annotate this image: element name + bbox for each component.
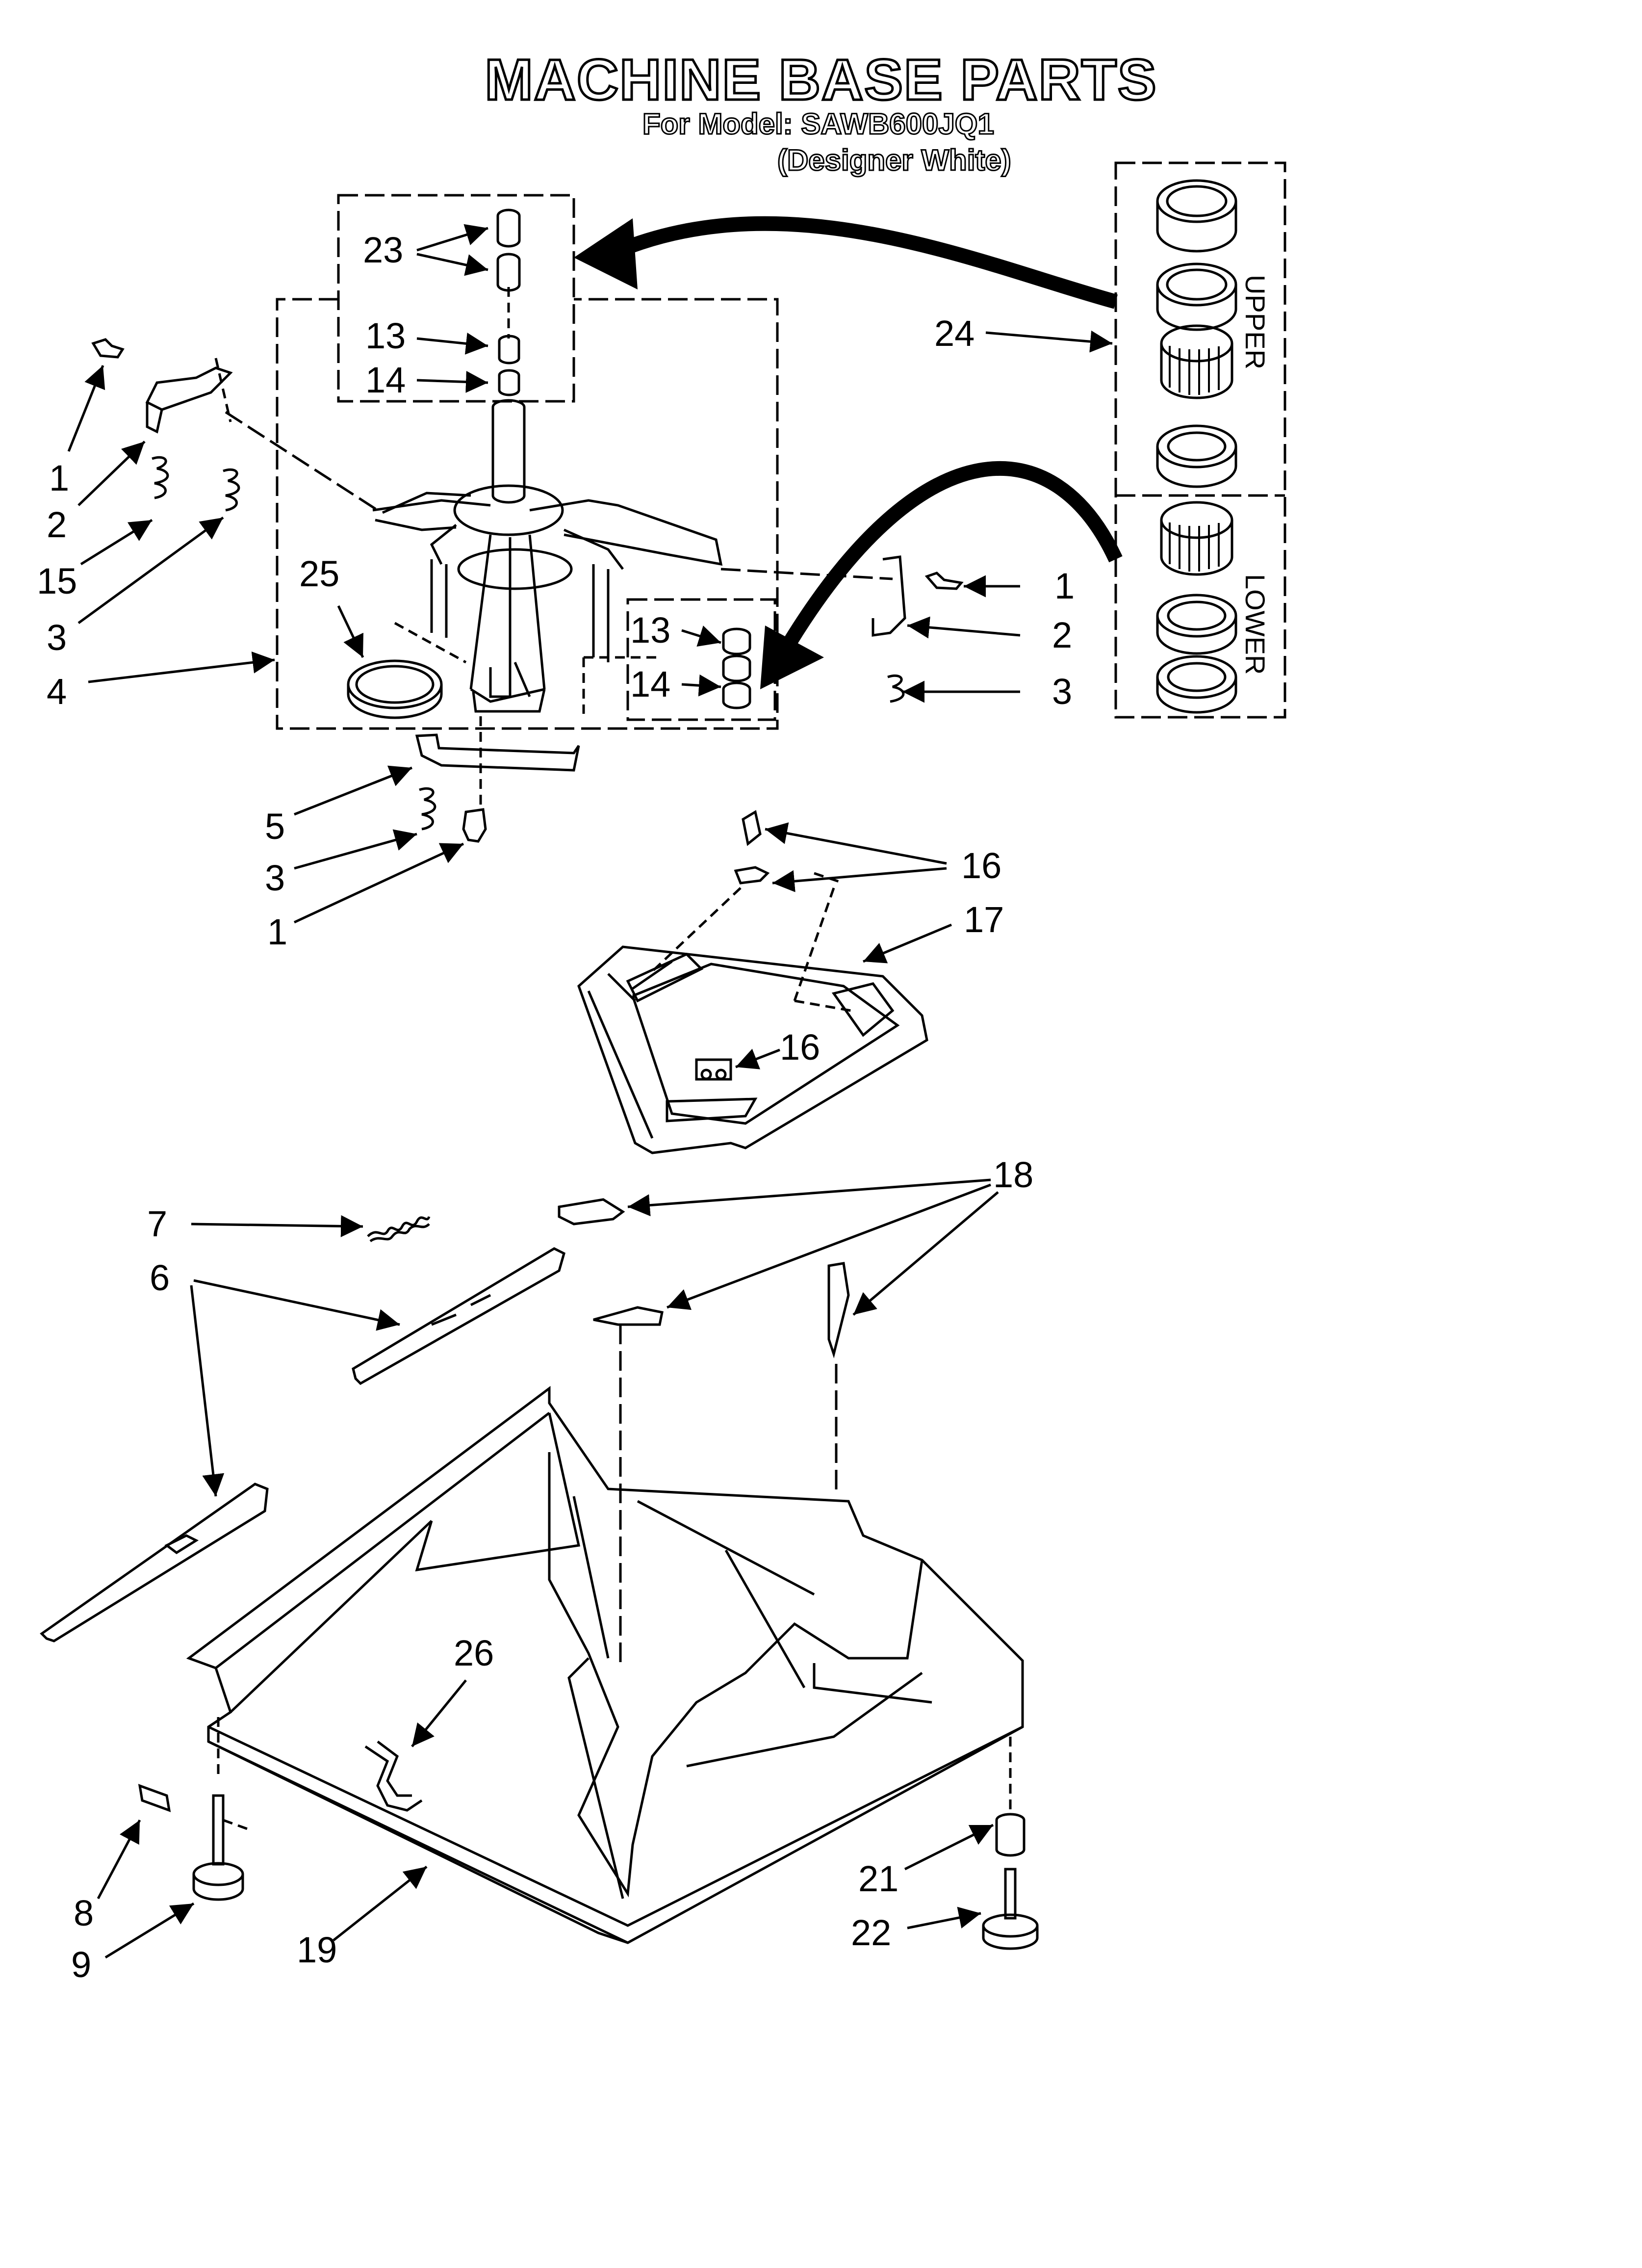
callout-18: 18 [993, 1154, 1033, 1195]
leader-5 [294, 765, 412, 816]
leader-18a [627, 1178, 991, 1217]
leader-18c [852, 1191, 999, 1316]
lower-snubber-stack [722, 627, 751, 709]
leader-23a [416, 224, 488, 252]
pads-16 [651, 810, 851, 1081]
callout-1-bottom: 1 [267, 912, 287, 952]
leader-16a [765, 822, 947, 865]
leader-7 [191, 1215, 363, 1237]
callout-1-left: 1 [49, 458, 69, 498]
leader-15 [80, 519, 153, 566]
snubber-stack [496, 209, 521, 396]
upper-label: UPPER [1240, 275, 1271, 369]
callout-26: 26 [454, 1633, 494, 1673]
callout-24: 24 [934, 313, 975, 354]
callout-22: 22 [851, 1912, 891, 1953]
upper-kit-arrowhead [574, 218, 638, 289]
lower-kit-arrow [783, 461, 1123, 647]
leader-9 [104, 1902, 195, 1959]
callout-17: 17 [964, 899, 1004, 940]
left-bracket-hardware [91, 338, 240, 512]
leader-6b [190, 1285, 225, 1497]
model-line: For Model: SAWB600JQ1 [642, 107, 995, 141]
strap-6b [40, 1483, 269, 1642]
finish-line: (Designer White) [777, 143, 1012, 178]
leader-25 [337, 605, 364, 658]
leader-14b [681, 674, 721, 697]
page-title: MACHINE BASE PARTS [484, 47, 1157, 114]
callout-4: 4 [47, 671, 67, 712]
callout-14-upper: 14 [365, 360, 406, 400]
callout-1-right: 1 [1054, 566, 1075, 606]
leader-26 [411, 1679, 467, 1747]
callout-9: 9 [71, 1944, 91, 1985]
leader-1a [67, 365, 105, 452]
lower-kit-arrowhead [760, 626, 824, 689]
strap-6a [352, 1247, 565, 1385]
leader-18b [667, 1183, 991, 1310]
callout-2-right: 2 [1052, 615, 1072, 655]
leader-16b [772, 867, 947, 892]
leader-19 [333, 1866, 428, 1941]
callout-13-lower: 13 [630, 610, 670, 651]
upper-kit-arrow [605, 216, 1118, 309]
callout-3-bottom: 3 [265, 858, 285, 898]
leader-24 [985, 330, 1113, 353]
leader-4 [88, 651, 275, 683]
leader-6a [193, 1279, 400, 1331]
leader-8 [97, 1819, 141, 1900]
transmission-assembly-box [276, 298, 779, 730]
callout-5: 5 [265, 806, 285, 847]
callout-16-bottom: 16 [780, 1027, 820, 1068]
leg-8-9 [138, 1717, 251, 1901]
leader-14a [416, 370, 488, 393]
callout-3-left: 3 [47, 617, 67, 658]
callout-13-upper: 13 [365, 315, 406, 356]
callout-8: 8 [74, 1893, 94, 1933]
callout-6: 6 [150, 1257, 170, 1298]
lower-label: LOWER [1240, 574, 1271, 675]
wire-26 [364, 1741, 423, 1812]
right-bracket-hardware [872, 555, 964, 703]
leg-21-22 [982, 1737, 1039, 1950]
callout-16-top: 16 [961, 845, 1001, 886]
ring-25 [347, 622, 467, 719]
callout-3-right: 3 [1052, 671, 1072, 712]
callout-25: 25 [299, 553, 339, 594]
leader-22 [907, 1906, 981, 1929]
leader-3c [294, 829, 417, 870]
leader-16c [735, 1048, 780, 1069]
bottom-bracket-hardware [415, 733, 580, 843]
callout-14-lower: 14 [630, 664, 670, 704]
frame-17 [577, 945, 928, 1154]
callout-19: 19 [297, 1929, 337, 1970]
leader-23b [416, 253, 488, 276]
leader-13a [416, 332, 488, 355]
leader-13b [681, 626, 721, 647]
clips-18 [558, 1198, 850, 1668]
callout-21: 21 [858, 1858, 898, 1899]
callout-15: 15 [37, 561, 77, 601]
transmission-assembly [225, 399, 893, 809]
callout-7: 7 [147, 1203, 167, 1244]
bearing-kit-box [1114, 161, 1286, 719]
callout-23: 23 [363, 230, 403, 270]
base-frame-19 [186, 1386, 1024, 1944]
spring-7 [367, 1216, 431, 1243]
lower-bearings [1156, 501, 1237, 714]
leader-2a [77, 441, 146, 506]
callout-2-left: 2 [47, 504, 67, 545]
leader-1c [293, 842, 464, 924]
upper-bearings [1156, 179, 1237, 488]
leader-17 [863, 923, 952, 964]
leader-2b [907, 616, 1021, 639]
leader-21 [904, 1824, 994, 1871]
leader-3a [77, 516, 224, 625]
